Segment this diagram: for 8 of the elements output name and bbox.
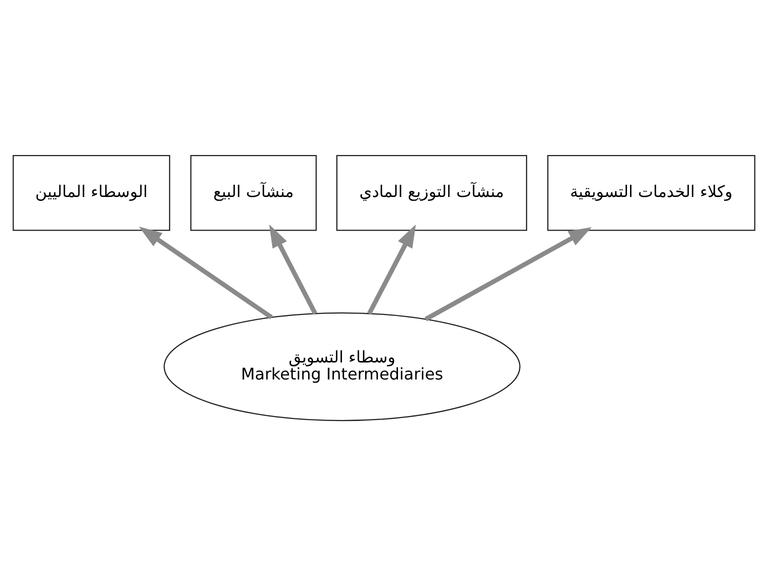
node-box: منشآت البيع	[190, 155, 317, 231]
arrow	[269, 224, 318, 315]
arrow	[138, 226, 273, 320]
arrow	[367, 224, 416, 315]
node-box: وكلاء الخدمات التسويقية	[547, 155, 756, 231]
node-box: الوسطاء الماليين	[12, 155, 170, 231]
node-box: منشآت التوزيع المادي	[336, 155, 528, 231]
arrow	[424, 227, 592, 322]
